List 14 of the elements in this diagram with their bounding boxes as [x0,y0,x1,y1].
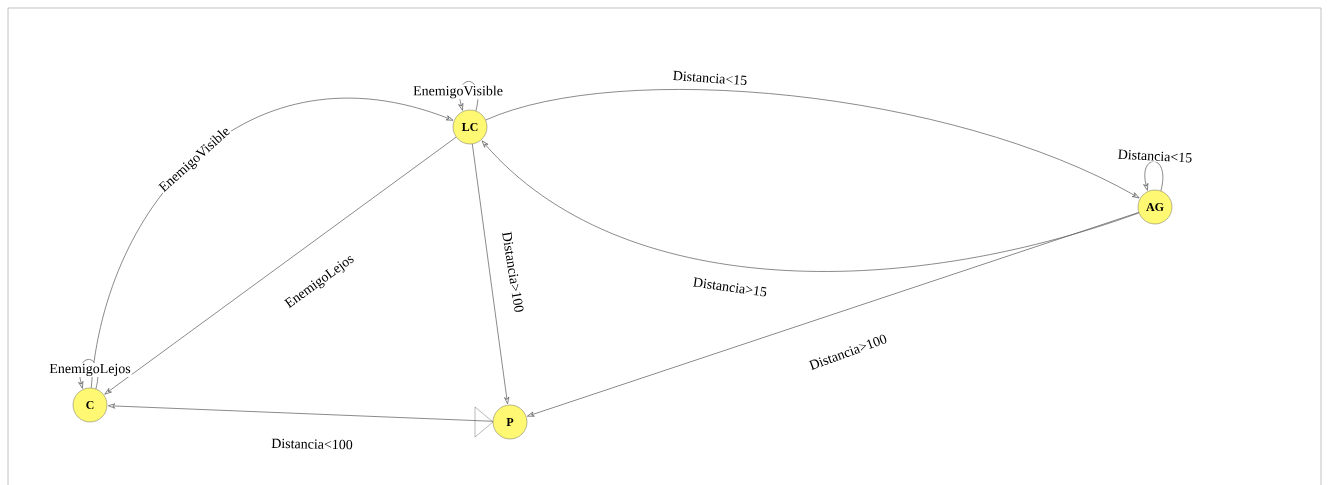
arrow [485,89,1140,199]
self-loop-arrow [1143,161,1164,192]
edge-label: Distancia<100 [270,437,354,451]
arrow [527,212,1140,417]
edge-label: Distancia>100 [500,229,526,315]
arrow [481,140,1140,272]
arrow [107,403,494,422]
arrow [471,143,510,405]
edge-label: EnemigoVisible [412,84,504,100]
edge-label: Distancia<15 [671,69,749,87]
edge-label: Distancia>15 [691,276,769,298]
edge-label: Distancia<15 [1116,148,1194,164]
arrow [104,136,457,395]
edge-label: EnemigoLejos [48,362,132,378]
